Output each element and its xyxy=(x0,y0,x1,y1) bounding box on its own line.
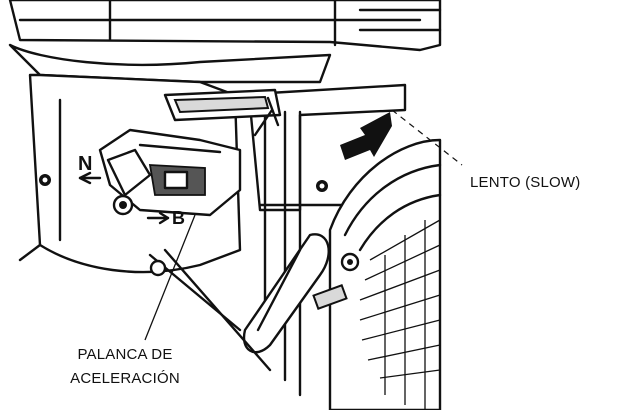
throttle-callout-label-line1: PALANCA DE xyxy=(77,346,173,363)
slow-direction-arrow xyxy=(340,112,392,160)
position-marks: N B xyxy=(78,153,185,228)
slow-callout-label: LENTO (SLOW) xyxy=(470,174,581,191)
slow-leader-line xyxy=(391,109,463,166)
throttle-lever xyxy=(98,88,282,217)
throttle-callout-label-line2: ACELERACIÓN xyxy=(70,370,180,387)
fuel-tank xyxy=(8,0,442,52)
n-mark: N xyxy=(78,153,92,175)
b-mark: B xyxy=(172,208,185,228)
flywheel-cover xyxy=(328,138,442,410)
throttle-leader-line xyxy=(144,214,196,341)
lower-frame xyxy=(148,248,272,372)
